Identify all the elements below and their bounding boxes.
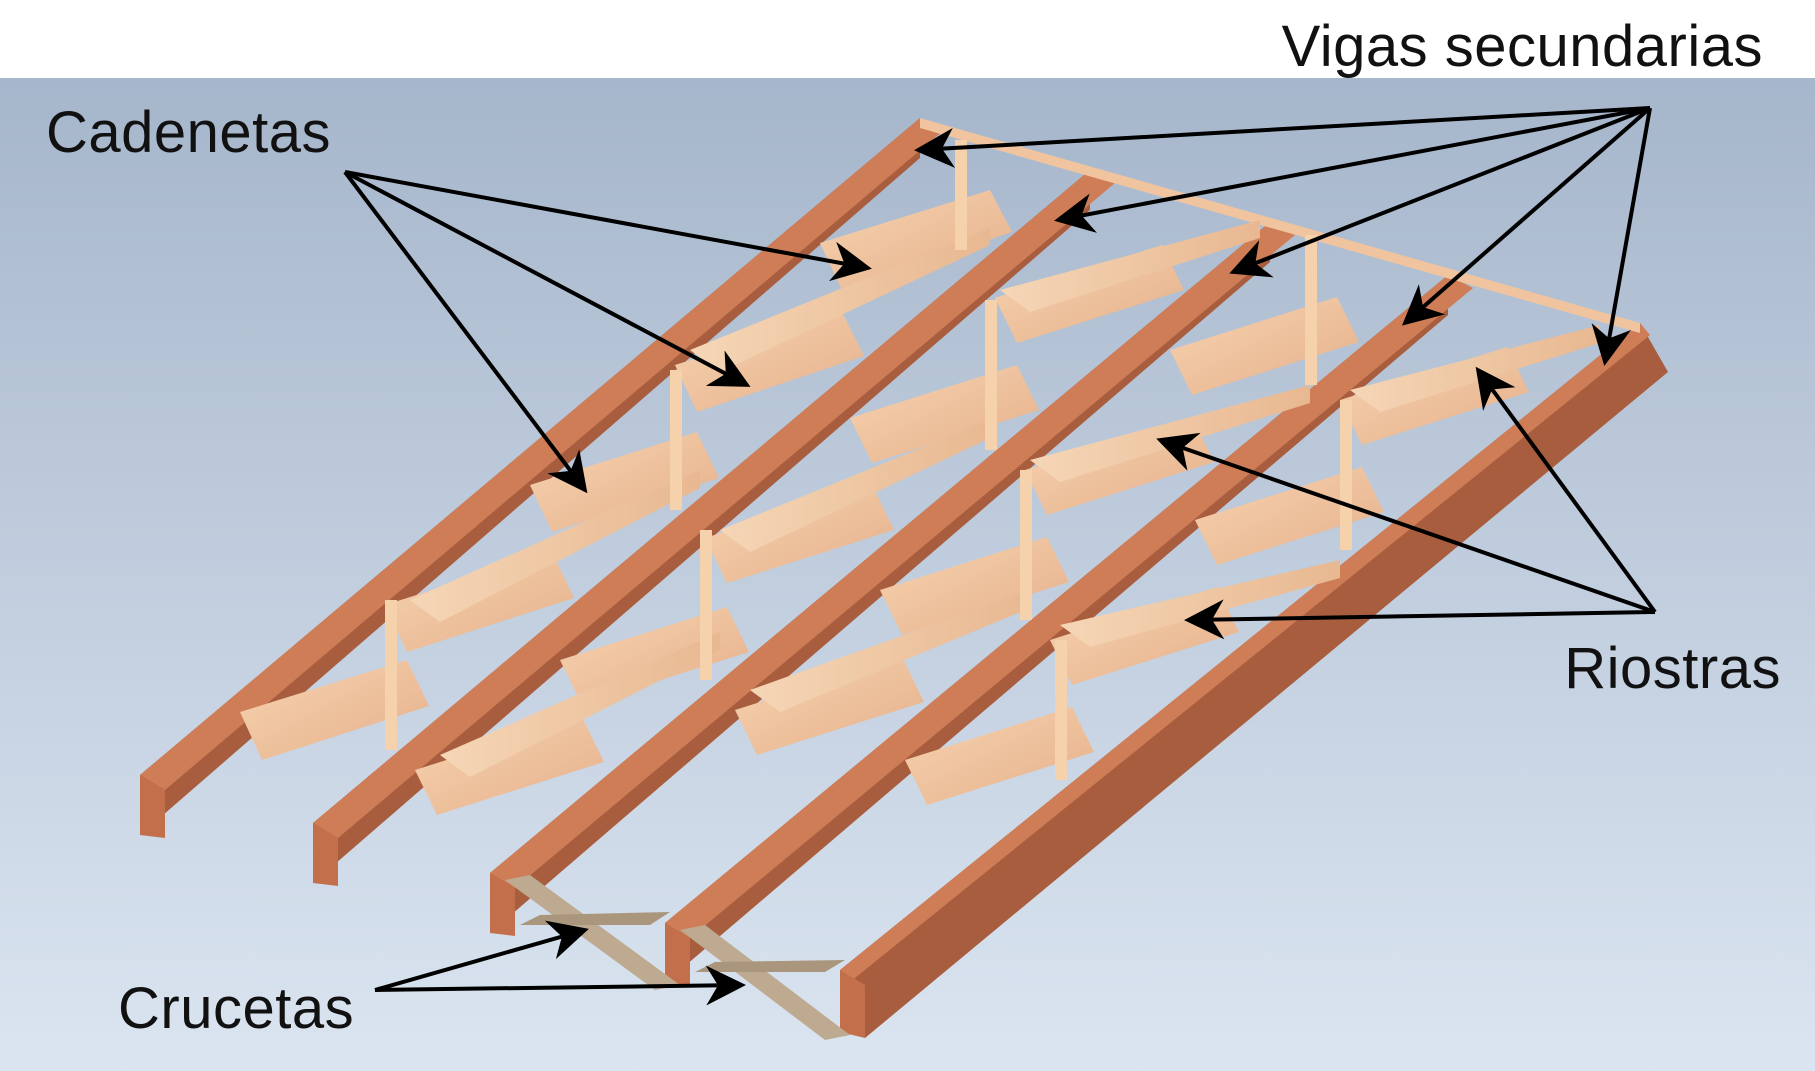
brace-post — [985, 300, 997, 450]
brace-post — [700, 530, 712, 680]
joist-top — [140, 118, 944, 790]
arrow — [374, 920, 589, 992]
arrow — [1156, 432, 1656, 614]
joist-end — [490, 873, 515, 936]
brace-post — [955, 140, 967, 250]
cadeneta — [705, 485, 894, 583]
riostra — [690, 228, 990, 372]
braces — [385, 140, 1600, 780]
arrow — [344, 170, 872, 282]
label-crucetas: Crucetas — [118, 976, 355, 1041]
riostra — [440, 632, 720, 777]
label-vigas-secundarias: Vigas secundarias — [1281, 14, 1763, 79]
joist-end — [665, 923, 690, 986]
arrow — [1229, 106, 1651, 278]
arrow — [1184, 599, 1656, 640]
rim-board — [920, 118, 1640, 333]
arrow — [1054, 106, 1651, 233]
joist-end — [840, 970, 865, 1038]
arrow — [344, 170, 751, 387]
joist-top — [490, 222, 1295, 888]
annotation-arrows — [343, 106, 1657, 1006]
cadeneta — [1195, 467, 1384, 565]
joist-side — [840, 323, 1668, 1038]
cadeneta — [240, 660, 429, 760]
label-riostras: Riostras — [1564, 636, 1781, 701]
cadeneta — [415, 717, 604, 815]
cadeneta — [735, 657, 924, 755]
joist-end — [313, 823, 338, 886]
joist-top — [665, 275, 1473, 938]
arrow — [914, 106, 1651, 168]
arrow — [1591, 107, 1652, 366]
brace-post — [385, 600, 397, 750]
label-cadenetas: Cadenetas — [46, 100, 332, 165]
riostra — [1000, 220, 1260, 312]
riostra — [720, 420, 990, 552]
brace-post — [1340, 400, 1352, 550]
riostra — [750, 590, 1030, 712]
cadeneta — [675, 312, 864, 412]
brace-post — [670, 370, 682, 510]
joists — [140, 118, 1668, 1038]
arrow — [1475, 366, 1657, 614]
riostra — [410, 470, 700, 622]
brace-post — [1055, 640, 1067, 780]
arrow — [343, 170, 588, 494]
cruceta — [680, 925, 850, 1040]
brace-post — [1020, 470, 1032, 620]
cruceta — [505, 875, 680, 990]
cadeneta — [905, 707, 1094, 805]
joist-end — [140, 775, 165, 838]
cross-braces — [505, 875, 850, 1040]
joist-top — [840, 323, 1650, 982]
riostra — [1350, 325, 1600, 412]
joist-top — [313, 170, 1115, 838]
arrow — [1401, 106, 1652, 326]
arrow — [374, 965, 746, 1006]
brace-post — [1305, 235, 1317, 385]
